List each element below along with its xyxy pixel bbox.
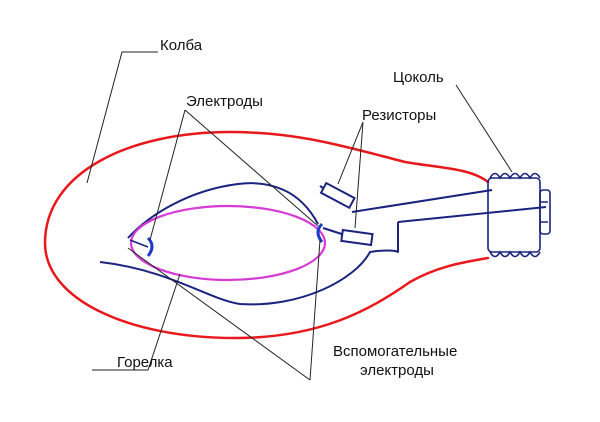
leader-electrodes-right	[184, 109, 319, 227]
resistor-lower	[340, 228, 374, 247]
leader-bulb	[86, 51, 158, 184]
leader-resistors-upper	[337, 121, 364, 185]
label-burner: Горелка	[117, 354, 173, 371]
resistors	[319, 181, 374, 247]
leader-base	[455, 84, 513, 173]
resistor-upper	[319, 181, 356, 210]
burner-tube	[129, 204, 327, 282]
base-thread-bottom	[489, 250, 541, 258]
label-electrodes: Электроды	[186, 93, 263, 110]
label-base: Цоколь	[393, 69, 444, 86]
electrode-left	[146, 236, 154, 257]
frame-wire	[99, 182, 547, 306]
label-bulb: Колба	[160, 37, 203, 54]
electrode-right	[316, 222, 324, 243]
leader-lines	[86, 51, 513, 381]
leader-burner	[92, 273, 181, 371]
bulb-outline	[43, 130, 490, 340]
leader-aux-right	[309, 239, 321, 381]
electrode-left-stem	[129, 239, 149, 248]
base-thread-top	[489, 172, 541, 180]
electrodes	[146, 222, 324, 257]
leader-electrodes-left	[149, 109, 186, 241]
label-aux-electrodes-1: Вспомогательные	[333, 343, 457, 360]
frame-upper-arc	[127, 182, 319, 239]
base-body	[487, 177, 541, 253]
leader-aux-left	[127, 247, 311, 381]
frame-stem-upper	[351, 189, 493, 213]
label-aux-electrodes-2: электроды	[360, 362, 434, 379]
base-cap	[487, 172, 551, 258]
frame-stem-lower	[397, 206, 547, 223]
leader-resistors-lower	[354, 121, 364, 229]
base-inner-line	[540, 201, 548, 223]
base-tip	[539, 189, 551, 235]
label-resistors: Резисторы	[362, 107, 436, 124]
